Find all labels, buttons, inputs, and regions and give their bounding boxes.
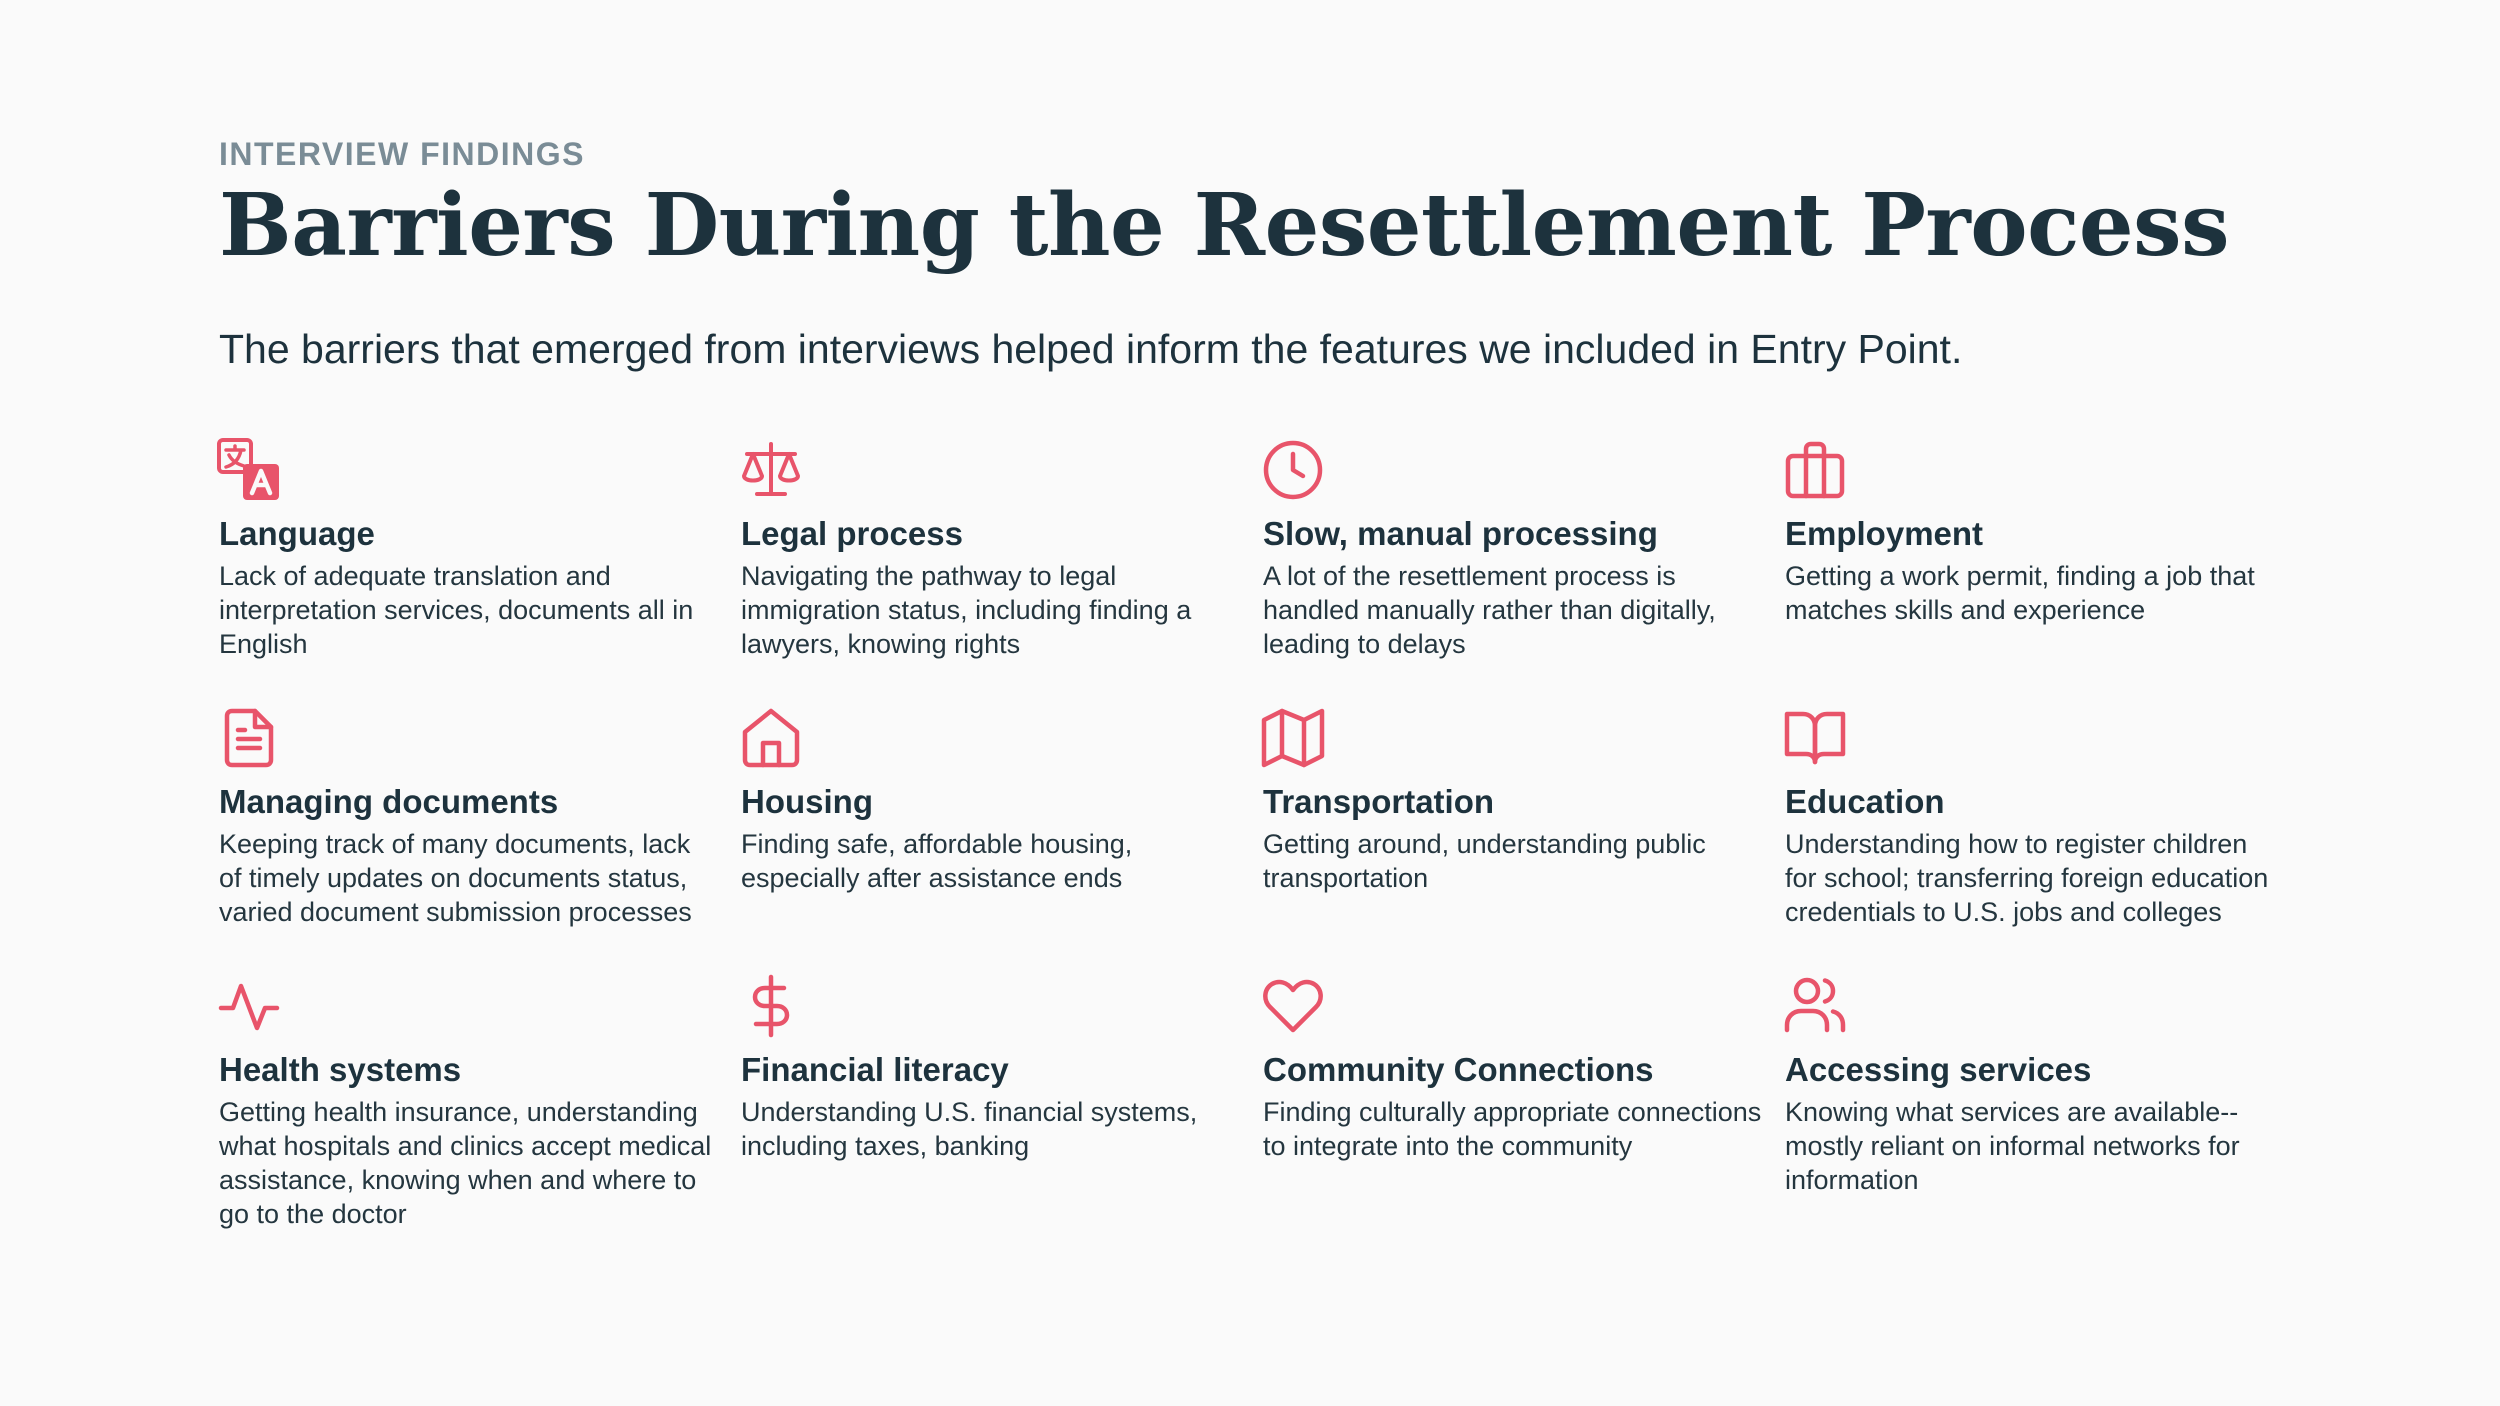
barrier-card-accessing-services: Accessing services Knowing what services…	[1783, 974, 2299, 1242]
barrier-card-language: Language Lack of adequate translation an…	[217, 438, 741, 706]
barrier-title: Slow, manual processing	[1263, 515, 1658, 552]
barrier-title: Accessing services	[1785, 1051, 2092, 1088]
barrier-description: Getting a work permit, finding a job tha…	[1785, 561, 2255, 625]
briefcase-icon	[1783, 438, 1847, 502]
barrier-title: Legal process	[741, 515, 963, 552]
dollar-icon	[739, 974, 803, 1038]
barrier-card-housing: Housing Finding safe, affordable housing…	[741, 706, 1263, 974]
barriers-grid: Language Lack of adequate translation an…	[217, 438, 2299, 1242]
heart-icon	[1261, 974, 1325, 1038]
scale-icon	[739, 438, 803, 502]
page-title: Barriers During the Resettlement Process	[219, 175, 2230, 276]
barrier-title: Education	[1785, 783, 1945, 820]
barrier-description: A lot of the resettlement process is han…	[1263, 561, 1716, 659]
page-subtitle: The barriers that emerged from interview…	[219, 326, 1963, 372]
barrier-title: Transportation	[1263, 783, 1495, 820]
barrier-card-employment: Employment Getting a work permit, findin…	[1785, 438, 2299, 706]
barrier-description: Knowing what services are available--mos…	[1785, 1097, 2240, 1195]
barrier-card-community-connections: Community Connections Finding culturally…	[1263, 974, 1785, 1242]
barrier-title: Health systems	[219, 1051, 462, 1088]
barrier-description: Lack of adequate translation and interpr…	[219, 561, 694, 659]
barrier-description: Getting around, understanding public tra…	[1263, 829, 1706, 893]
barrier-title: Financial literacy	[741, 1051, 1009, 1088]
translate-icon	[217, 438, 281, 502]
book-icon	[1783, 706, 1847, 770]
barrier-title: Language	[219, 515, 375, 552]
barrier-card-education: Education Understanding how to register …	[1783, 706, 2299, 974]
barrier-title: Community Connections	[1263, 1051, 1654, 1088]
barrier-description: Finding safe, affordable housing, especi…	[741, 829, 1133, 893]
map-icon	[1261, 706, 1325, 770]
document-icon	[217, 706, 281, 770]
users-icon	[1783, 974, 1847, 1038]
barrier-card-managing-documents: Managing documents Keeping track of many…	[219, 706, 741, 974]
barrier-description: Understanding U.S. financial systems, in…	[741, 1097, 1198, 1161]
barrier-description: Understanding how to register children f…	[1785, 829, 2269, 927]
barrier-card-legal-process: Legal process Navigating the pathway to …	[741, 438, 1263, 706]
barrier-description: Finding culturally appropriate connectio…	[1263, 1097, 1762, 1161]
barrier-card-health-systems: Health systems Getting health insurance,…	[217, 974, 741, 1242]
barrier-description: Keeping track of many documents, lack of…	[219, 829, 692, 927]
barrier-description: Getting health insurance, understanding …	[219, 1097, 712, 1229]
house-icon	[739, 706, 803, 770]
barrier-title: Housing	[741, 783, 873, 820]
barrier-description: Navigating the pathway to legal immigrat…	[741, 561, 1192, 659]
barrier-card-slow-processing: Slow, manual processing A lot of the res…	[1263, 438, 1785, 706]
clock-icon	[1261, 438, 1325, 502]
barrier-title: Employment	[1785, 515, 1984, 552]
eyebrow-label: INTERVIEW FINDINGS	[219, 136, 585, 172]
pulse-icon	[217, 974, 281, 1038]
barrier-card-financial-literacy: Financial literacy Understanding U.S. fi…	[741, 974, 1263, 1242]
barrier-card-transportation: Transportation Getting around, understan…	[1261, 706, 1785, 974]
barrier-title: Managing documents	[219, 783, 559, 820]
